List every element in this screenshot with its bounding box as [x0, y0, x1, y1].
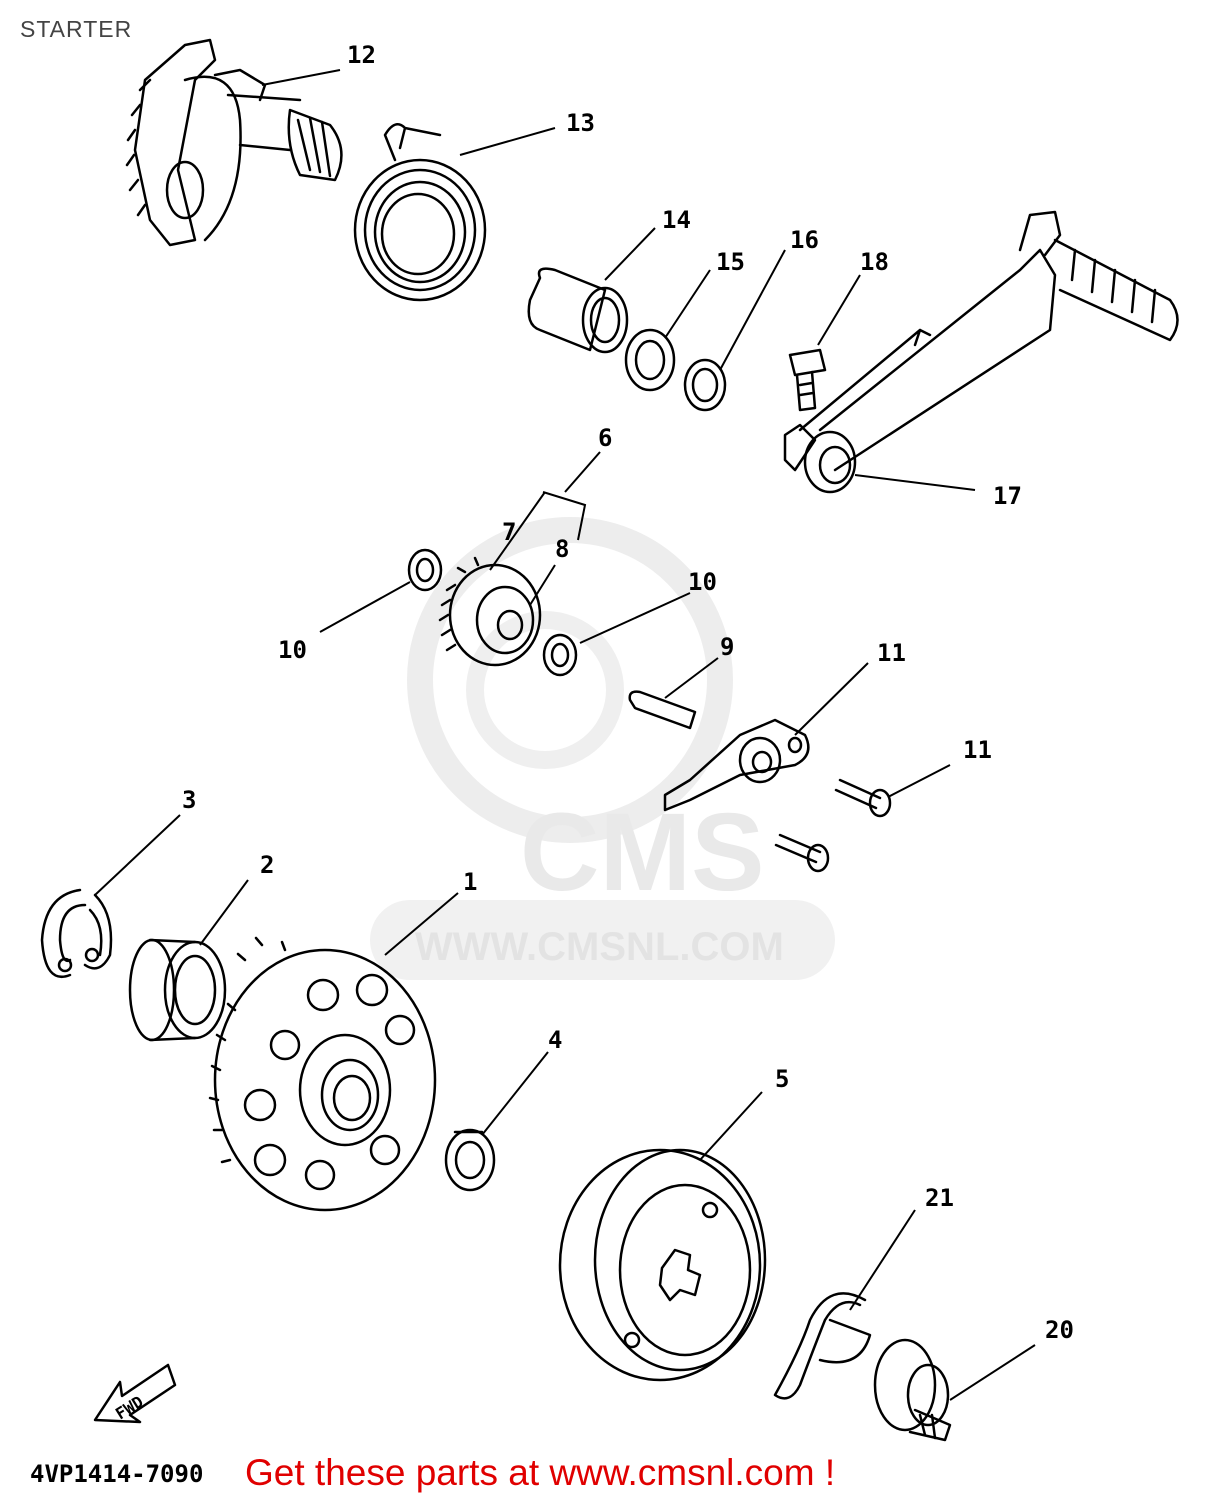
cta-link[interactable]: Get these parts at www.cmsnl.com !	[245, 1452, 836, 1493]
leader-lines	[94, 69, 1036, 1401]
part-19-bolt	[788, 348, 827, 412]
part-10-washer-right	[542, 633, 578, 677]
part-5-drum	[558, 1148, 767, 1382]
callout-14: 13	[566, 109, 595, 137]
callout-15: 14	[662, 206, 691, 234]
callout-10-left: 10	[278, 636, 307, 664]
part-10-washer-left	[407, 548, 443, 592]
part-9-pin	[628, 690, 697, 730]
cmsnl-watermark: CMS WWW.CMSNL.COM	[370, 517, 835, 980]
part-13-kick-shaft	[125, 38, 343, 247]
part-2-bearing	[128, 938, 227, 1042]
callout-1: 1	[463, 868, 477, 896]
part-20-pinion-gear	[873, 1338, 952, 1442]
callout-labels: 12 13 14 15 16 18 17 6 7 8 10 10 9 11 11…	[182, 41, 1074, 1344]
callout-4: 4	[548, 1026, 562, 1054]
part-11-guide	[663, 718, 810, 812]
part-17-circlip	[683, 358, 727, 412]
callout-16: 15	[716, 248, 745, 276]
part-3-circlip	[40, 888, 113, 978]
fwd-label: FWD	[112, 1392, 147, 1423]
callout-10-right: 10	[688, 568, 717, 596]
part-16-washer	[624, 328, 676, 392]
callout-21: 21	[925, 1184, 954, 1212]
part-21-spring-clip	[773, 1292, 872, 1400]
callout-3: 3	[182, 786, 196, 814]
watermark-url: WWW.CMSNL.COM	[415, 925, 784, 969]
callout-8: 8	[555, 535, 569, 563]
watermark-brand: CMS	[520, 791, 764, 914]
callout-9: 9	[720, 633, 734, 661]
part-14-torsion-spring	[353, 123, 487, 302]
callout-2: 2	[260, 851, 274, 879]
fwd-arrow-icon	[93, 1363, 177, 1424]
part-15-collar	[527, 267, 629, 354]
callout-12: 11	[963, 736, 992, 764]
callout-7: 7	[502, 518, 516, 546]
callout-18: 17	[993, 482, 1022, 510]
part-18-kick-crank	[783, 210, 1179, 494]
callout-17: 16	[790, 226, 819, 254]
part-12-screws	[774, 778, 892, 873]
callout-13: 12	[347, 41, 376, 69]
part-1-kick-gear	[208, 936, 437, 1212]
callout-19: 18	[860, 248, 889, 276]
part-7-8-idle-gear	[438, 556, 542, 667]
diagram-title: STARTER	[20, 16, 133, 42]
callout-20: 20	[1045, 1316, 1074, 1344]
callout-5: 5	[775, 1065, 789, 1093]
part-4-oil-seal	[444, 1128, 496, 1192]
callout-11: 11	[877, 639, 906, 667]
callout-6: 6	[598, 424, 612, 452]
drawing-code: 4VP1414-7090	[30, 1460, 204, 1488]
